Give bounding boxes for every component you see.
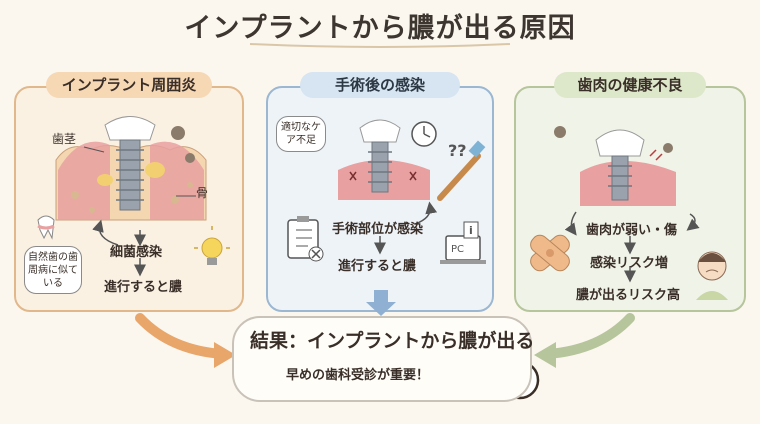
pc-label: PC (451, 244, 464, 255)
result-subtitle: 早めの歯科受診が重要！ (286, 368, 430, 383)
clock-icon (411, 121, 437, 147)
heading-peri-implantitis: インプラント周囲炎 (46, 72, 212, 98)
step-bacterial-infection: 細菌感染 (110, 245, 163, 260)
info-label: i (469, 224, 473, 237)
page-title: インプラントから膿が出る原因 (184, 13, 576, 44)
flow-arrow-left (135, 313, 236, 368)
gum-inflammation-illustration (554, 126, 676, 206)
worried-person-icon (696, 251, 728, 300)
lightbulb-icon (194, 226, 230, 265)
question-marks-icon: ?? (448, 141, 467, 160)
step-infection-risk-up: 感染リスク増 (590, 256, 669, 271)
natural-tooth-icon (37, 215, 55, 240)
label-gum: 歯茎 (52, 132, 77, 146)
note-lack-of-care: 適切なケア不足 (276, 116, 326, 152)
result-title: 結果：インプラントから膿が出る (250, 330, 535, 352)
toothbrush-icon (437, 140, 486, 201)
heading-poor-gum-health: 歯肉の健康不良 (554, 72, 706, 98)
step-surgical-site-infected: 手術部位が感染 (332, 222, 424, 237)
note-similar-to-periodontitis: 自然歯の歯周病に似ている (24, 246, 82, 294)
label-bone: 骨 (196, 186, 209, 200)
heading-post-surgery-infection: 手術後の感染 (300, 72, 460, 98)
result-cloud (232, 316, 532, 402)
step-weak-gums: 歯肉が弱い・傷 (586, 223, 678, 238)
implant-cross-section-illustration (55, 116, 207, 221)
flow-arrow-right (534, 313, 635, 368)
step-high-pus-risk: 膿が出るリスク高 (576, 288, 681, 303)
surgical-site-illustration (338, 119, 430, 200)
laptop-icon (440, 221, 486, 264)
step-pus-when-progressed-middle: 進行すると膿 (338, 259, 417, 274)
flow-arrow-middle (366, 290, 396, 316)
svg-text:??: ?? (448, 141, 467, 160)
clipboard-checklist-icon (287, 216, 324, 262)
step-pus-when-progressed: 進行すると膿 (104, 280, 183, 295)
bandage-icon (530, 234, 570, 272)
